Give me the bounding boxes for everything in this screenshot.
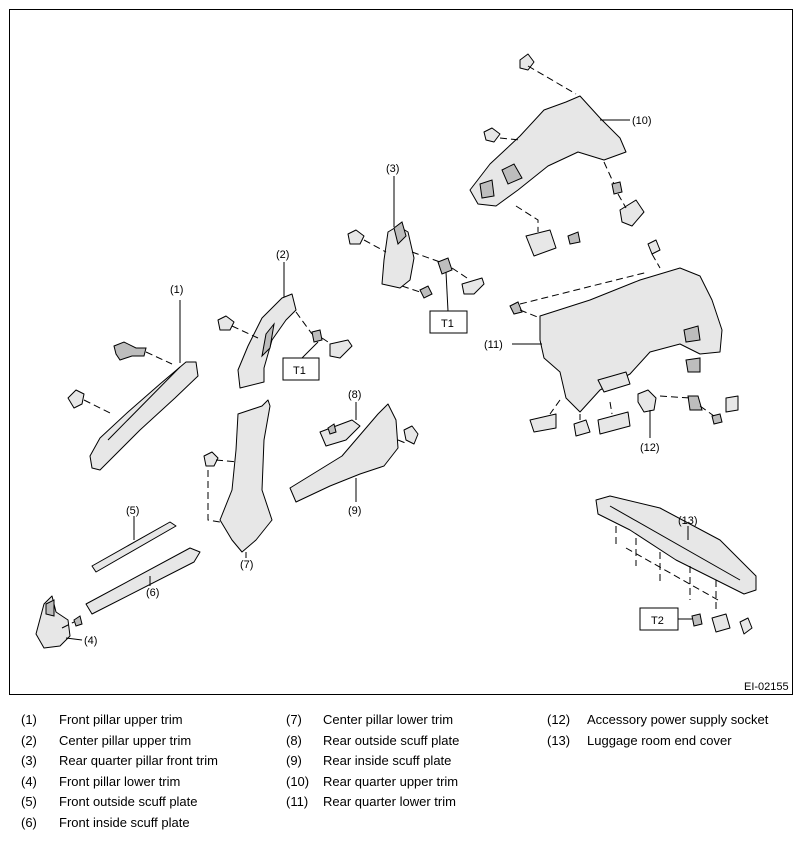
legend-number: (11) <box>286 794 309 810</box>
callout-5: (5) <box>126 505 139 517</box>
legend-number: (13) <box>547 732 571 748</box>
callout-9: (9) <box>348 505 361 517</box>
callout-6: (6) <box>146 587 159 599</box>
legend-column-2: (7) Center pillar lower trim (8) Rear outs… <box>286 712 536 815</box>
legend-item: (5) Front outside scuff plate <box>21 794 271 815</box>
legend-label: Rear quarter upper trim <box>323 773 459 789</box>
legend-item: (8) Rear outside scuff plate <box>286 733 536 754</box>
legend-number: (10) <box>286 773 310 789</box>
torque-label-t1-rear-pillar: T1 <box>441 318 454 330</box>
legend-number: (2) <box>21 732 37 748</box>
accessory-power-supply-socket: (12) <box>637 389 660 454</box>
callout-7: (7) <box>240 559 253 571</box>
legend-item: (10) Rear quarter upper trim <box>286 774 536 795</box>
front-pillar-upper-trim: (1) <box>67 284 199 471</box>
legend-item: (6) Front inside scuff plate <box>21 815 271 836</box>
legend-label: Accessory power supply socket <box>587 712 769 727</box>
center-pillar-upper-trim: (2) T1 <box>217 249 353 389</box>
legend-item: (1) Front pillar upper trim <box>21 712 271 733</box>
center-pillar-lower-trim: (7) <box>203 399 273 571</box>
legend-column-1: (1) Front pillar upper trim (2) Center pil… <box>21 712 271 836</box>
legend-label: Front pillar lower trim <box>59 773 181 789</box>
legend-label: Rear outside scuff plate <box>323 732 460 748</box>
legend-number: (12) <box>547 712 571 727</box>
legend-label: Rear quarter pillar front trim <box>59 753 218 769</box>
legend-label: Front inside scuff plate <box>59 814 190 830</box>
legend-label: Front pillar upper trim <box>59 712 183 727</box>
torque-label-t2: T2 <box>651 615 664 627</box>
legend-number: (5) <box>21 794 37 810</box>
front-pillar-lower-trim: (4) <box>35 595 97 649</box>
legend-item: (11) Rear quarter lower trim <box>286 794 536 815</box>
callout-10: (10) <box>632 115 652 127</box>
rear-quarter-pillar-front-trim: (3) T1 <box>347 163 485 334</box>
legend-number: (6) <box>21 814 37 830</box>
legend-number: (9) <box>286 753 302 769</box>
rear-outside-scuff-plate: (8) <box>319 389 361 447</box>
legend-label: Front outside scuff plate <box>59 794 198 810</box>
legend-label: Center pillar lower trim <box>323 712 454 727</box>
legend-number: (8) <box>286 732 302 748</box>
figure-code: EI-02155 <box>744 681 789 693</box>
torque-label-t1-center-pillar: T1 <box>293 365 306 377</box>
callout-12: (12) <box>640 442 660 454</box>
legend-label: Luggage room end cover <box>587 732 732 748</box>
callout-3: (3) <box>386 163 399 175</box>
luggage-room-end-cover: (13) T2 <box>595 495 757 635</box>
callout-8: (8) <box>348 389 361 401</box>
legend-item: (4) Front pillar lower trim <box>21 774 271 795</box>
front-outside-scuff-plate: (5) <box>91 505 177 573</box>
callout-4: (4) <box>84 635 97 647</box>
front-inside-scuff-plate: (6) <box>85 547 201 615</box>
legend-item: (12) Accessory power supply socket <box>547 712 797 733</box>
legend-item: (2) Center pillar upper trim <box>21 733 271 754</box>
exploded-diagram: (1) (2) T1 (3) T1 <box>35 53 757 649</box>
legend-item: (7) Center pillar lower trim <box>286 712 536 733</box>
legend-label: Rear quarter lower trim <box>323 794 456 810</box>
rear-quarter-upper-trim: (10) <box>469 53 652 257</box>
diagram-frame <box>9 9 793 695</box>
callout-2: (2) <box>276 249 289 261</box>
legend-number: (3) <box>21 753 37 769</box>
callout-11: (11) <box>484 339 503 351</box>
legend-label: Center pillar upper trim <box>59 732 192 748</box>
callout-13: (13) <box>678 515 698 527</box>
legend-number: (4) <box>21 773 37 789</box>
legend-item: (9) Rear inside scuff plate <box>286 753 536 774</box>
legend-number: (7) <box>286 712 302 727</box>
rear-inside-scuff-plate: (9) <box>289 403 419 517</box>
legend-item: (13) Luggage room end cover <box>547 733 797 754</box>
rear-quarter-lower-trim: (11) <box>484 239 739 437</box>
legend-item: (3) Rear quarter pillar front trim <box>21 753 271 774</box>
callout-1: (1) <box>170 284 183 296</box>
legend-number: (1) <box>21 712 37 727</box>
legend-label: Rear inside scuff plate <box>323 753 452 769</box>
legend-column-3: (12) Accessory power supply socket (13) Lu… <box>547 712 797 753</box>
